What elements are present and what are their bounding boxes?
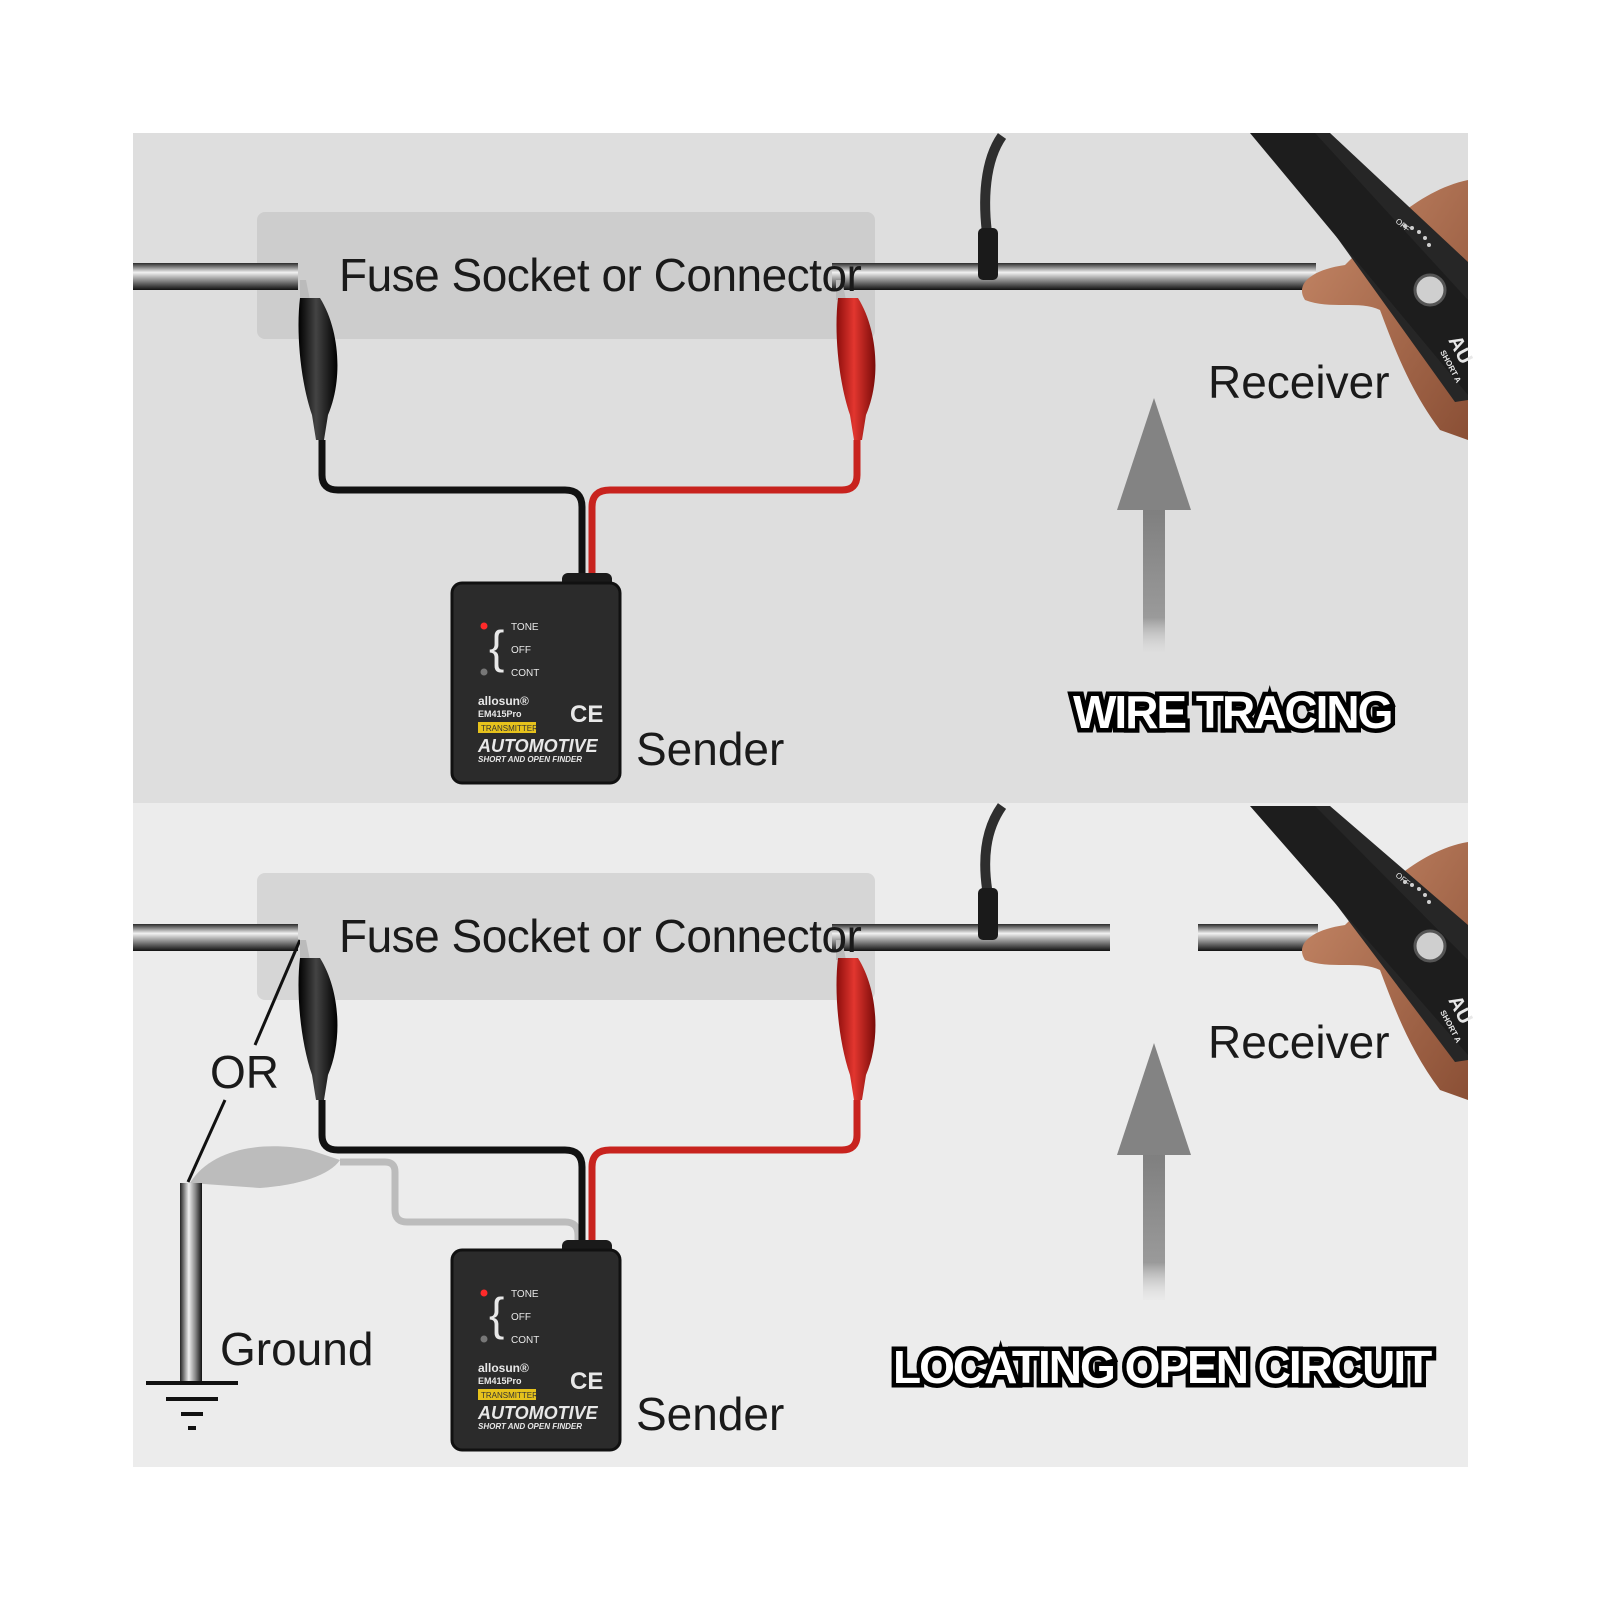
- switch-brace: {: [489, 621, 504, 673]
- red-lead: [588, 440, 861, 585]
- red-alligator-clip-icon: [836, 280, 876, 440]
- or-line-lower: [186, 1099, 227, 1183]
- ground-label: Ground: [220, 1323, 373, 1375]
- ground-pole: [180, 1183, 202, 1383]
- receiver-probe-antenna: [978, 803, 1007, 940]
- ground-symbol-icon: [146, 1381, 238, 1430]
- receiver-button: [1413, 929, 1447, 963]
- product-line1: AUTOMOTIVE: [477, 1403, 599, 1423]
- ghost-ground-clip: [190, 1146, 582, 1250]
- receiver-dots: [1403, 224, 1431, 247]
- fuse-socket-label: Fuse Socket or Connector: [339, 249, 862, 301]
- panel-title: WIRE TRACING: [1073, 686, 1391, 738]
- fuse-label-box: [257, 212, 875, 339]
- wire-left: [133, 263, 298, 290]
- black-lead: [318, 440, 586, 585]
- brand-text: allosun®: [478, 694, 529, 708]
- model-text: EM415Pro: [478, 709, 522, 719]
- sender-label: Sender: [636, 723, 784, 775]
- mode-tone: TONE: [511, 1289, 539, 1300]
- wire-right: [832, 263, 1316, 290]
- product-line1: AUTOMOTIVE: [477, 736, 599, 756]
- receiver-button: [1413, 273, 1447, 307]
- sender-device: { TONE OFF CONT allosun® EM415Pro CE TRA…: [450, 1240, 622, 1452]
- mode-off: OFF: [511, 645, 531, 656]
- receiver-label: Receiver: [1208, 1016, 1390, 1068]
- panel-wire-tracing: OFF AU SHORT A { TONE OFF: [133, 133, 1477, 803]
- panel-title: LOCATING OPEN CIRCUIT: [893, 1341, 1432, 1393]
- or-label: OR: [210, 1046, 279, 1098]
- receiver-device: OFF AU SHORT A: [1250, 133, 1477, 440]
- brand-text: allosun®: [478, 1361, 529, 1375]
- switch-brace: {: [489, 1288, 504, 1340]
- up-arrow-icon: [1117, 398, 1191, 655]
- ce-mark: CE: [570, 1368, 603, 1395]
- up-arrow-icon: [1117, 1043, 1191, 1300]
- receiver-label: Receiver: [1208, 356, 1390, 408]
- black-alligator-clip-icon: [298, 940, 338, 1100]
- or-line-upper: [253, 939, 302, 1046]
- product-line2: SHORT AND OPEN FINDER: [478, 1422, 582, 1431]
- receiver-device: OFF AU SHORT A: [1250, 806, 1477, 1100]
- black-alligator-clip-icon: [298, 280, 338, 440]
- ce-mark: CE: [570, 701, 603, 728]
- fuse-socket-label: Fuse Socket or Connector: [339, 910, 862, 962]
- mode-cont: CONT: [511, 1335, 539, 1346]
- wire-left: [133, 924, 298, 951]
- red-lead: [588, 1100, 861, 1250]
- wire-after-break: [1198, 924, 1318, 951]
- transmitter-badge: TRANSMITTER: [481, 724, 538, 733]
- red-alligator-clip-icon: [836, 940, 876, 1100]
- transmitter-badge: TRANSMITTER: [481, 1391, 538, 1400]
- mode-tone: TONE: [511, 622, 539, 633]
- product-line2: SHORT AND OPEN FINDER: [478, 755, 582, 764]
- sender-device: { TONE OFF CONT allosun® EM415Pro CE TRA…: [450, 573, 622, 785]
- fuse-label-box: [257, 873, 875, 1000]
- panel-locating-open-circuit: OFF AU SHORT A: [133, 803, 1477, 1467]
- black-lead: [318, 1100, 586, 1250]
- mode-off: OFF: [511, 1312, 531, 1323]
- wire-right-segment: [832, 924, 1110, 951]
- model-text: EM415Pro: [478, 1376, 522, 1386]
- sender-label: Sender: [636, 1388, 784, 1440]
- receiver-probe-antenna: [978, 133, 1007, 280]
- receiver-dots: [1403, 880, 1431, 904]
- mode-cont: CONT: [511, 668, 539, 679]
